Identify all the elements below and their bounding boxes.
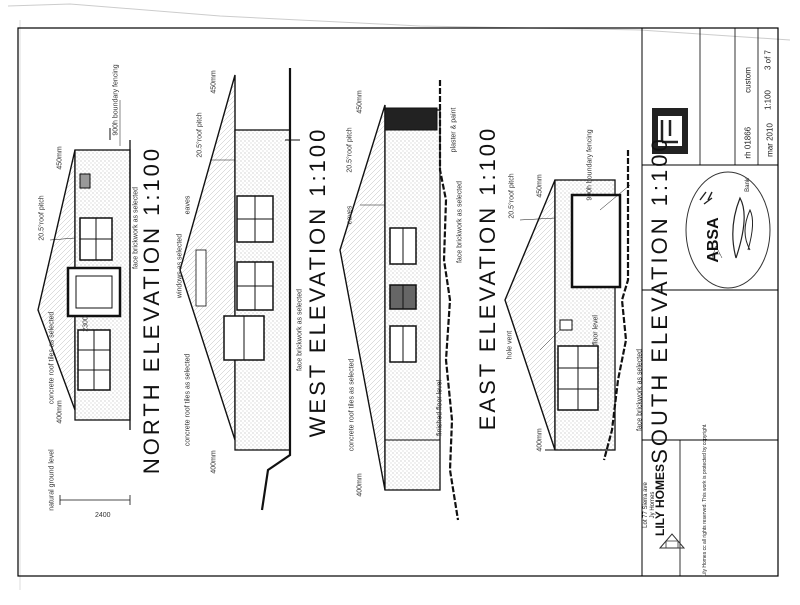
south-elevation-title: SOUTH ELEVATION 1:100 — [647, 136, 672, 464]
boundary-label-north: 900h boundary fencing — [112, 64, 120, 136]
face-brick-label-east: face brickwork as selected — [456, 180, 464, 264]
north-elevation — [37, 100, 131, 505]
mm400-label-south: 400mm — [536, 428, 544, 452]
mm450-label-north: 450mm — [56, 146, 64, 170]
roof-pitch-label-north: 20.5°roof pitch — [38, 195, 46, 241]
concrete-roof-label-west: concrete roof tiles as selected — [184, 353, 192, 447]
concrete-roof-label-east: concrete roof tiles as selected — [348, 358, 356, 452]
mm400-label-north: 400mm — [56, 400, 64, 424]
east-elevation-title: EAST ELEVATION 1:100 — [475, 125, 500, 431]
west-elevation-title: WEST ELEVATION 1:100 — [305, 126, 330, 438]
hole-vent-label: hole vent — [506, 330, 514, 360]
revision: rh — [743, 151, 753, 159]
east-elevation — [339, 80, 460, 521]
roof-pitch-label-east: 20.5°roof pitch — [346, 127, 354, 173]
roof-pitch-label-south: 20.5°roof pitch — [508, 173, 516, 219]
title-block — [641, 27, 779, 577]
plaster-label: plaster & paint — [450, 107, 458, 153]
drawing-number: 01866 — [743, 126, 753, 150]
dim-2300: 2300 — [82, 316, 90, 332]
project-name: Lot 77 Sierra ave — [643, 482, 649, 528]
signature — [732, 196, 745, 259]
floor-level-label: floor level — [592, 315, 600, 345]
custom-label: custom — [743, 67, 753, 93]
mm450-label-south: 450mm — [536, 174, 544, 198]
south-elevation — [504, 150, 630, 461]
mm400-label-east: 400mm — [356, 473, 364, 497]
north-elevation-title: NORTH ELEVATION 1:100 — [139, 145, 164, 475]
mm450-label-west: 450mm — [210, 70, 218, 94]
finished-floor-label: finished floor level — [436, 379, 444, 437]
mm450-label-east: 450mm — [356, 90, 364, 114]
concrete-roof-label-north: concrete roof tiles as selected — [48, 311, 56, 405]
natural-ground-label: natural ground level — [48, 449, 56, 511]
mm400-label-west: 400mm — [210, 450, 218, 474]
client-name: Jy Homes — [650, 491, 656, 519]
eaves-label-west: eaves — [184, 195, 192, 215]
roof-pitch-label-west: 20.5°roof pitch — [196, 112, 204, 158]
absa-stamp-sub: Bank — [745, 178, 751, 192]
date-value: mar 2010 — [765, 123, 775, 157]
face-brick-label-north: face brickwork as selected — [132, 186, 140, 270]
absa-stamp — [685, 171, 771, 289]
scale-value: 1:100 — [763, 89, 773, 111]
west-elevation — [179, 68, 300, 511]
windows-label-west: windows as selected — [176, 233, 184, 299]
face-brick-label-south: face brickwork as selected — [636, 348, 644, 432]
dim-2400: 2400 — [95, 512, 111, 519]
eaves-label-east: eaves — [346, 205, 354, 225]
sheet-number: 3 of 7 — [763, 49, 773, 71]
boundary-label-south: 900h boundary fencing — [586, 129, 594, 201]
absa-stamp-text: ABSA — [705, 217, 722, 263]
copyright-note: Lily Homes cc all rights reserved. This … — [702, 423, 708, 577]
face-brick-label-west: face brickwork as selected — [296, 288, 304, 372]
